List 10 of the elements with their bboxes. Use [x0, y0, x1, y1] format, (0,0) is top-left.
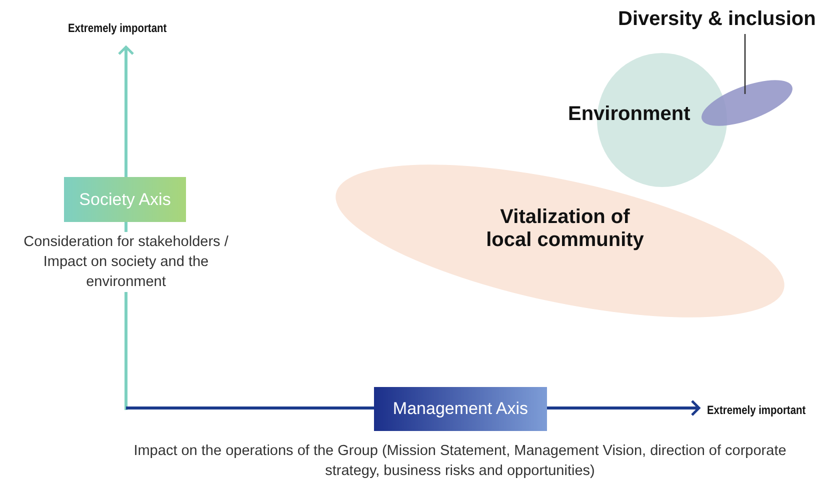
topic-label: Vitalization of local community [485, 206, 645, 252]
topic-bubble [702, 80, 792, 126]
axis-end-label: Extremely important [707, 403, 806, 417]
topic-bubble [336, 164, 784, 318]
axis-end-label: Extremely important [68, 21, 167, 35]
topic-label: Diversity & inclusion [618, 8, 816, 31]
leader-line [744, 34, 746, 94]
management-axis-box: Management Axis [374, 387, 547, 431]
topic-label: Environment [568, 103, 690, 126]
society-axis-box: Society Axis [64, 177, 186, 222]
